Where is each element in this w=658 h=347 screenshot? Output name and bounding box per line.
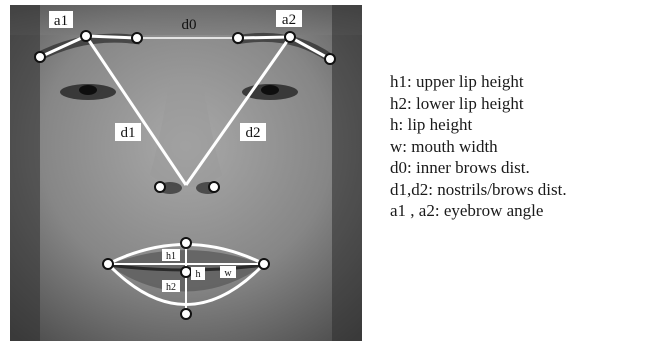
- legend-item: a1 , a2: eyebrow angle: [390, 200, 567, 222]
- landmark-point: [132, 33, 142, 43]
- label-h2: h2: [162, 280, 180, 293]
- landmark-point: [209, 182, 219, 192]
- legend-item: d1,d2: nostrils/brows dist.: [390, 179, 567, 201]
- svg-text:d0: d0: [182, 17, 197, 33]
- landmark-point: [155, 182, 165, 192]
- label-w: w: [220, 266, 236, 279]
- svg-text:a1: a1: [54, 13, 68, 29]
- landmark-point: [181, 238, 191, 248]
- svg-text:w: w: [224, 268, 232, 279]
- landmark-point: [35, 52, 45, 62]
- legend-item: h1: upper lip height: [390, 71, 567, 93]
- label-d0: d0: [177, 15, 201, 33]
- svg-text:d2: d2: [246, 125, 261, 141]
- legend-item: d0: inner brows dist.: [390, 157, 567, 179]
- svg-text:d1: d1: [121, 125, 136, 141]
- label-a2: a2: [276, 10, 302, 28]
- landmark-point: [181, 267, 191, 277]
- label-a1: a1: [49, 11, 73, 29]
- landmark-point: [285, 32, 295, 42]
- label-d1: d1: [115, 123, 141, 141]
- legend-item: h2: lower lip height: [390, 93, 567, 115]
- landmark-point: [103, 259, 113, 269]
- svg-text:h: h: [196, 269, 201, 280]
- svg-text:h1: h1: [166, 251, 176, 262]
- label-h1: h1: [162, 249, 180, 262]
- legend: h1: upper lip height h2: lower lip heigh…: [390, 71, 567, 222]
- svg-text:h2: h2: [166, 282, 176, 293]
- legend-item: h: lip height: [390, 114, 567, 136]
- label-h: h: [191, 267, 205, 280]
- label-d2: d2: [240, 123, 266, 141]
- landmark-point: [81, 31, 91, 41]
- landmark-point: [325, 54, 335, 64]
- landmark-point: [181, 309, 191, 319]
- landmark-point: [233, 33, 243, 43]
- svg-text:a2: a2: [282, 12, 296, 28]
- legend-item: w: mouth width: [390, 136, 567, 158]
- landmark-point: [259, 259, 269, 269]
